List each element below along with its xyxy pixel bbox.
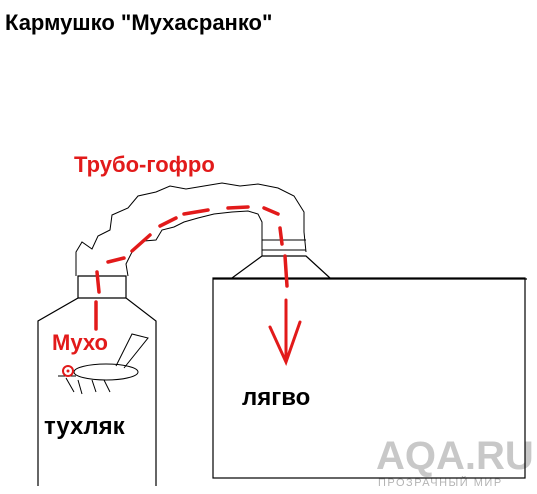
watermark: AQA.RU ПРОЗРАЧНЫЙ МИР bbox=[376, 434, 534, 489]
airflow-dash bbox=[130, 233, 152, 253]
left-box-label: тухляк bbox=[44, 413, 126, 440]
pipe-outer-edge bbox=[75, 182, 307, 276]
arrow-down-icon bbox=[268, 298, 302, 367]
airflow-dash bbox=[182, 208, 210, 216]
watermark-sub: ПРОЗРАЧНЫЙ МИР bbox=[378, 476, 503, 489]
airflow-dash bbox=[283, 254, 289, 288]
fly-icon bbox=[58, 333, 149, 395]
watermark-main: AQA.RU bbox=[376, 434, 534, 478]
airflow-dash bbox=[95, 270, 101, 294]
left-container bbox=[37, 275, 157, 486]
diagram-title: Кармушко "Мухасранко" bbox=[5, 10, 272, 35]
airflow-dash bbox=[278, 226, 284, 246]
fly-label: Мухо bbox=[52, 330, 108, 355]
airflow-path bbox=[94, 205, 289, 331]
airflow-dash bbox=[158, 216, 178, 228]
airflow-dash bbox=[262, 206, 280, 216]
pipe-inner-edge bbox=[125, 210, 263, 277]
right-box-label: лягво bbox=[242, 384, 310, 411]
left-box-outline bbox=[37, 275, 157, 486]
airflow-dash bbox=[106, 256, 126, 264]
right-box-outline bbox=[212, 277, 526, 479]
right-box-funnel bbox=[231, 255, 331, 279]
pipe-lower-rings bbox=[262, 239, 306, 251]
airflow-dash bbox=[226, 205, 250, 210]
pipe-label: Трубо-гофро bbox=[74, 152, 215, 177]
